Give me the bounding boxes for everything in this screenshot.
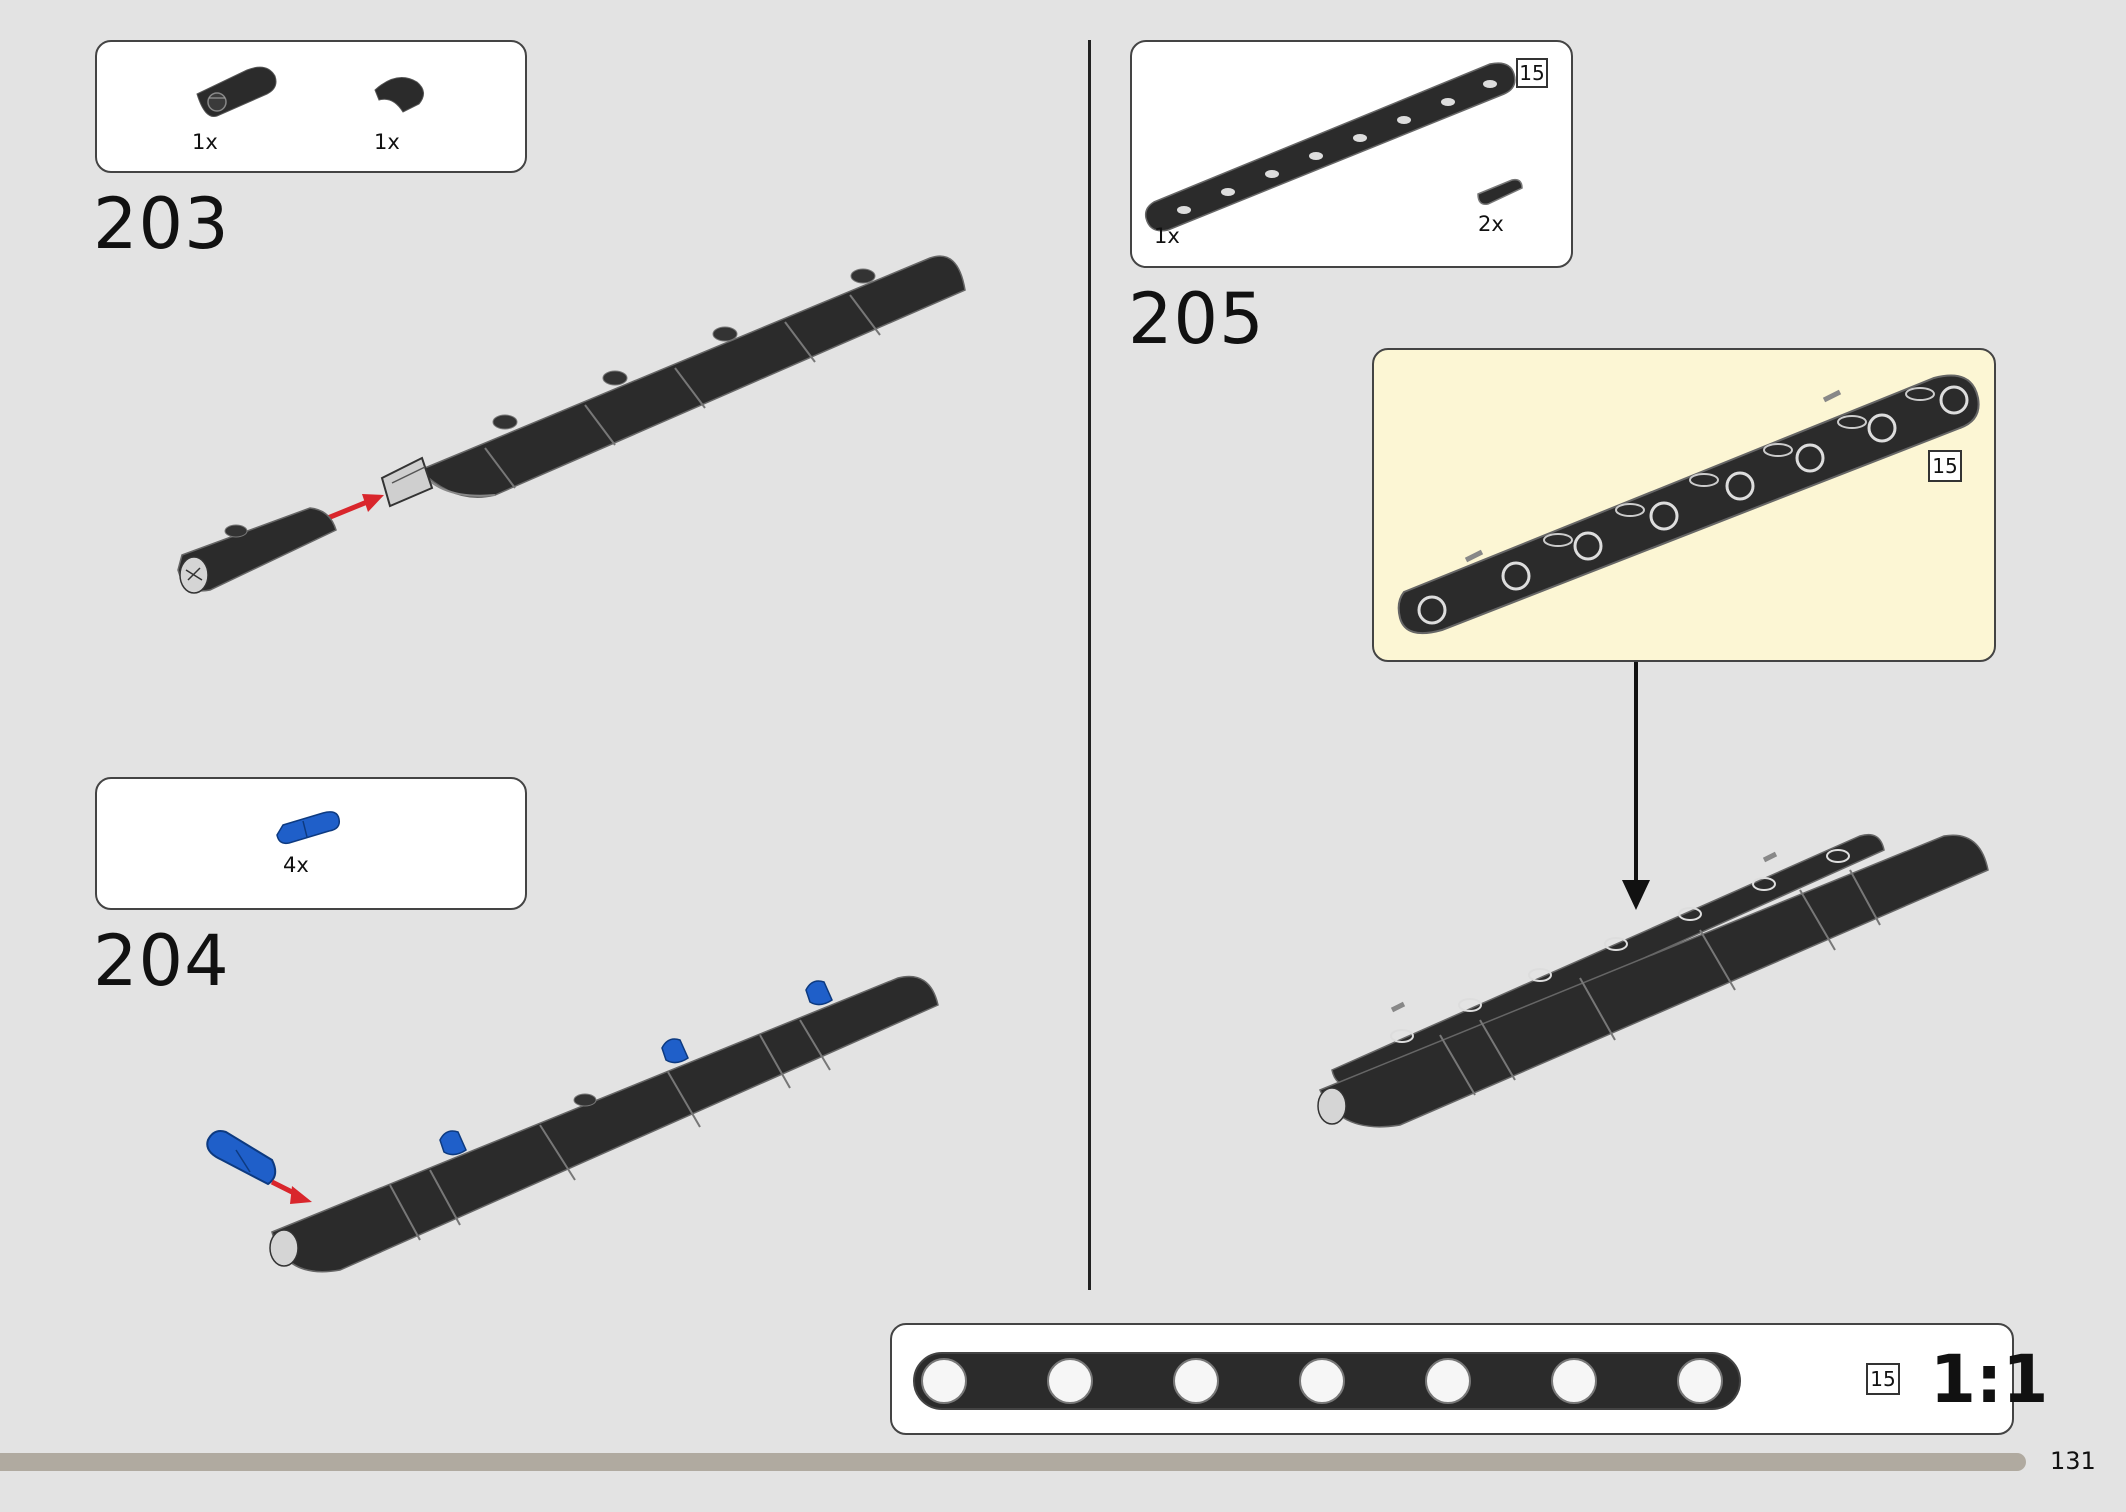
step-number-204: 204: [93, 920, 230, 1002]
callout-length-label-box: 15: [1928, 450, 1962, 482]
step-number-203: 203: [93, 183, 230, 265]
curved-panel-parts-icons: [196, 66, 424, 118]
length-label-box: 15: [1516, 58, 1548, 88]
panel-assembly-203: [418, 255, 966, 498]
blue-pins-204: [439, 980, 833, 1156]
grey-axle-pin-203: [380, 456, 434, 508]
callout-liftarm-drawing: [1397, 374, 1980, 634]
callout-liftarm: [1397, 374, 1980, 634]
liftarm-part-icon-wrap: [1144, 62, 1523, 232]
curved-panel-with-pin-icon: [196, 66, 277, 118]
part-qty: 2x: [1478, 212, 1504, 236]
scale-length-label-box: 15: [1866, 1363, 1900, 1395]
loose-blue-pin-204: [206, 1130, 277, 1186]
loose-curved-panel-203: [177, 507, 337, 594]
scale-reference-box: 15 1:1: [890, 1323, 2048, 1435]
blue-axle-pin-icon: [276, 811, 341, 845]
panel-assembly-204: [269, 975, 939, 1273]
blue-pin-part-icon-wrap: [276, 811, 341, 845]
step-number-205: 205: [1128, 278, 1265, 360]
part-qty: 4x: [283, 853, 309, 877]
parts-list-204: 4x: [95, 777, 527, 910]
parts-list-203: 1x 1x: [95, 40, 527, 173]
parts-list-205: 15 1x 2x: [1130, 40, 1573, 268]
callout-205: 15: [1372, 348, 1996, 662]
part-qty: 1x: [374, 130, 400, 154]
part-qty: 1x: [192, 130, 218, 154]
page-number: 131: [2050, 1447, 2096, 1475]
curved-panel-icon: [374, 77, 424, 113]
axle-pin-icon: [1477, 178, 1523, 206]
part-qty: 1x: [1154, 224, 1180, 248]
scale-text: 1:1: [1930, 1341, 2049, 1418]
liftarm-1-to-1-drawing: [913, 1352, 1741, 1410]
liftarm-15-icon: [1144, 62, 1516, 232]
panel-assembly-205: [1317, 833, 1989, 1128]
page-divider: [1088, 40, 1091, 1290]
footer-progress-bar: [0, 1453, 2026, 1471]
